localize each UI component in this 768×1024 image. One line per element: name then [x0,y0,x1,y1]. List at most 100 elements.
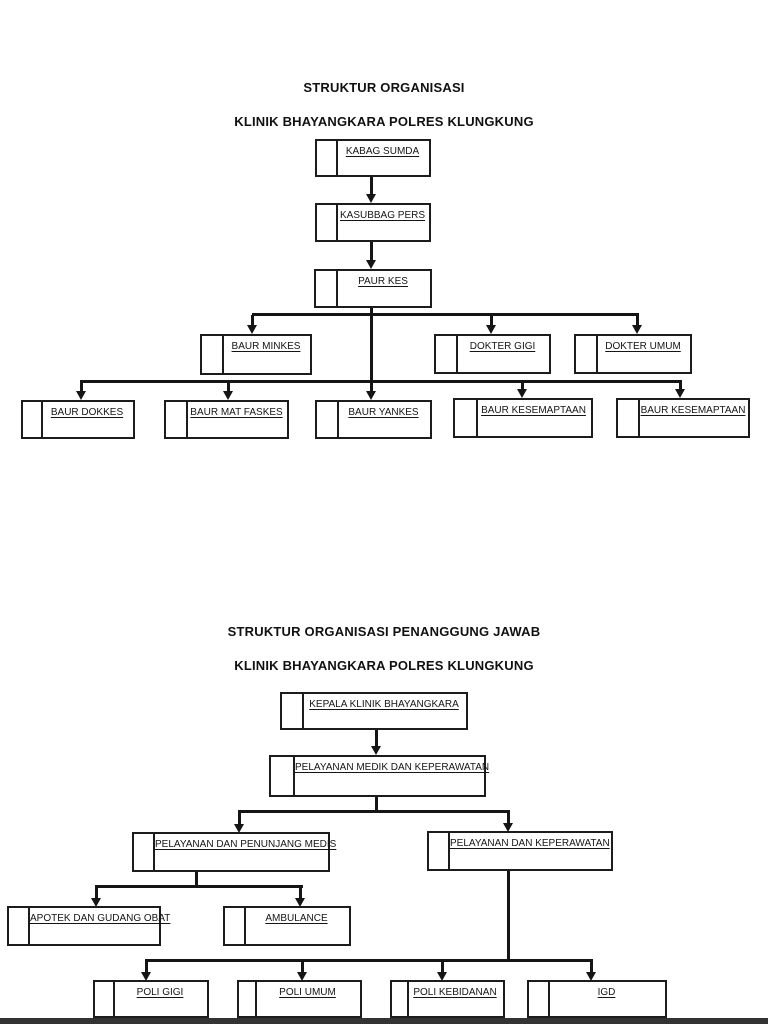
connector-line [370,242,373,261]
connector-line [507,871,510,962]
box-side-cell [618,400,640,436]
box-side-cell [317,205,338,240]
arrow-down-icon [223,391,233,400]
org-box-label: DOKTER GIGI [469,341,536,352]
arrow-down-icon [76,391,86,400]
org-box-label: PELAYANAN DAN KEPERAWATAN [450,838,610,849]
connector-line [490,315,493,326]
org-box-baur-dokkes: BAUR DOKKES [21,400,135,439]
org-box-label: BAUR YANKES [348,407,419,418]
page-bottom-edge [0,1018,768,1024]
box-side-cell [436,336,458,372]
org-box-label: DOKTER UMUM [605,341,681,352]
connector-line [251,315,254,326]
box-side-cell [455,400,478,436]
org-box-baur-kesemaptaan-2: BAUR KESEMAPTAAN [616,398,750,438]
chart2-title-line2: KLINIK BHAYANGKARA POLRES KLUNGKUNG [234,658,534,673]
box-side-cell [95,982,115,1016]
arrow-down-icon [366,194,376,203]
box-side-cell [317,402,339,437]
org-box-label: POLI UMUM [279,987,336,998]
arrow-down-icon [366,391,376,400]
org-box-label: PELAYANAN DAN PENUNJANG MEDIS [155,839,337,850]
box-side-cell [429,833,450,869]
box-side-cell [282,694,304,728]
arrow-down-icon [247,325,257,334]
org-box-label: KASUBBAG PERS [339,210,426,221]
connector-line [95,887,98,899]
org-box-label: BAUR KESEMAPTAAN [640,405,746,416]
org-box-baur-kesemaptaan-1: BAUR KESEMAPTAAN [453,398,593,438]
box-side-cell [392,982,409,1016]
arrow-down-icon [632,325,642,334]
org-box-label: APOTEK DAN GUDANG OBAT [30,913,171,924]
connector-line [145,961,148,973]
org-box-dokter-umum: DOKTER UMUM [574,334,692,374]
org-box-label: BAUR DOKKES [50,407,124,418]
arrow-down-icon [234,824,244,833]
connector-line [441,961,444,973]
org-box-baur-mat-faskes: BAUR MAT FASKES [164,400,289,439]
org-box-baur-minkes: BAUR MINKES [200,334,312,375]
connector-line [636,315,639,326]
connector-line [370,308,373,383]
connector-line [80,382,83,392]
connector-line [145,959,593,962]
box-side-cell [316,271,338,306]
connector-line [238,810,510,813]
box-side-cell [9,908,30,944]
connector-line [227,382,230,392]
org-box-label: BAUR KESEMAPTAAN [481,405,586,416]
connector-line [238,812,241,825]
box-side-cell [166,402,188,437]
connector-line [195,872,198,888]
box-side-cell [271,757,295,795]
org-box-penunjang-medis: PELAYANAN DAN PENUNJANG MEDIS [132,832,337,872]
connector-line [370,177,373,195]
connector-line [80,380,682,383]
org-box-poli-kebidanan: POLI KEBIDANAN [390,980,505,1018]
arrow-down-icon [675,389,685,398]
box-side-cell [202,336,224,373]
arrow-down-icon [517,389,527,398]
org-box-label: KABAG SUMDA [345,146,420,157]
box-side-cell [134,834,155,870]
org-box-keperawatan: PELAYANAN DAN KEPERAWATAN [427,831,613,871]
org-box-igd: IGD [527,980,667,1018]
org-box-ambulance: AMBULANCE [223,906,351,946]
org-box-label: AMBULANCE [265,913,328,924]
org-box-label: BAUR MAT FASKES [190,407,283,418]
arrow-down-icon [371,746,381,755]
org-box-poli-umum: POLI UMUM [237,980,362,1018]
arrow-down-icon [437,972,447,981]
connector-line [375,797,378,813]
box-side-cell [225,908,246,944]
arrow-down-icon [91,898,101,907]
connector-line [301,961,304,973]
arrow-down-icon [586,972,596,981]
org-box-kasubbag-pers: KASUBBAG PERS [315,203,431,242]
org-box-kabag-sumda: KABAG SUMDA [315,139,431,177]
org-box-kepala-klinik: KEPALA KLINIK BHAYANGKARA [280,692,468,730]
arrow-down-icon [295,898,305,907]
arrow-down-icon [366,260,376,269]
org-box-apotek: APOTEK DAN GUDANG OBAT [7,906,171,946]
org-box-label: PAUR KES [358,276,408,287]
box-side-cell [23,402,43,437]
box-side-cell [317,141,338,175]
box-side-cell [529,982,550,1016]
org-box-dokter-gigi: DOKTER GIGI [434,334,551,374]
connector-line [95,885,303,888]
connector-line [375,730,378,747]
chart1-title-line1: STRUKTUR ORGANISASI [303,80,465,95]
arrow-down-icon [297,972,307,981]
chart2-title: STRUKTUR ORGANISASI PENANGGUNG JAWAB KLI… [0,623,768,674]
org-box-label: POLI KEBIDANAN [413,987,497,998]
box-side-cell [576,336,598,372]
org-box-label: PELAYANAN MEDIK DAN KEPERAWATAN [295,762,490,773]
chart1-title-line2: KLINIK BHAYANGKARA POLRES KLUNGKUNG [234,114,534,129]
connector-line [507,812,510,824]
org-box-label: IGD [597,987,616,998]
org-box-pelayanan-medik: PELAYANAN MEDIK DAN KEPERAWATAN [269,755,490,797]
